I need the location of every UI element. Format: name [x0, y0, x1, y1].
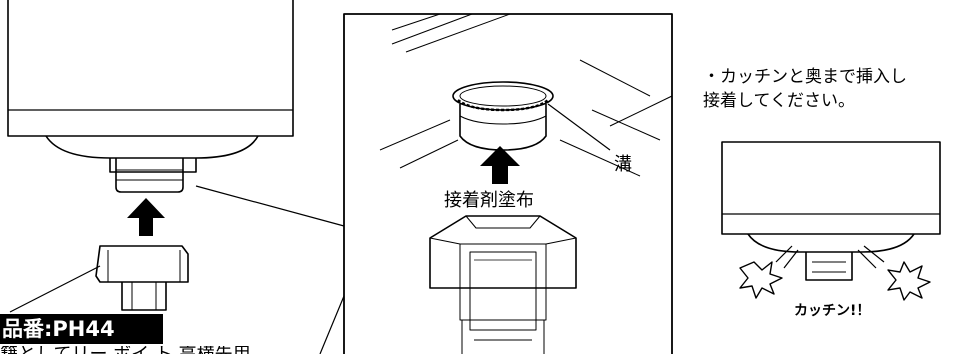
instruction-line-2: 接着してください。 — [703, 91, 855, 111]
click-sound-label: カッチン!！ — [794, 303, 871, 319]
up-arrow-icon — [127, 198, 165, 236]
up-arrow-icon — [480, 146, 520, 184]
fixture-body-left — [7, 0, 294, 193]
burst-icon — [739, 261, 783, 299]
groove-label: 溝 — [614, 154, 632, 175]
connector-part — [95, 245, 189, 311]
adhesive-label: 接着剤塗布 — [444, 190, 534, 211]
product-badge: 品番:PH44 — [0, 314, 163, 344]
burst-icon — [887, 261, 931, 301]
square-connector-detail — [429, 215, 577, 354]
cut-off-text: 籍としてリー ボイ ト 高横先用 — [0, 346, 251, 354]
fixture-installed — [721, 141, 941, 281]
badge-leader-line — [9, 265, 101, 313]
zoom-leader-top — [195, 185, 345, 227]
zoom-leader-bottom — [319, 295, 345, 354]
instruction-line-1: ・カッチンと奥まで挿入し — [703, 67, 907, 87]
